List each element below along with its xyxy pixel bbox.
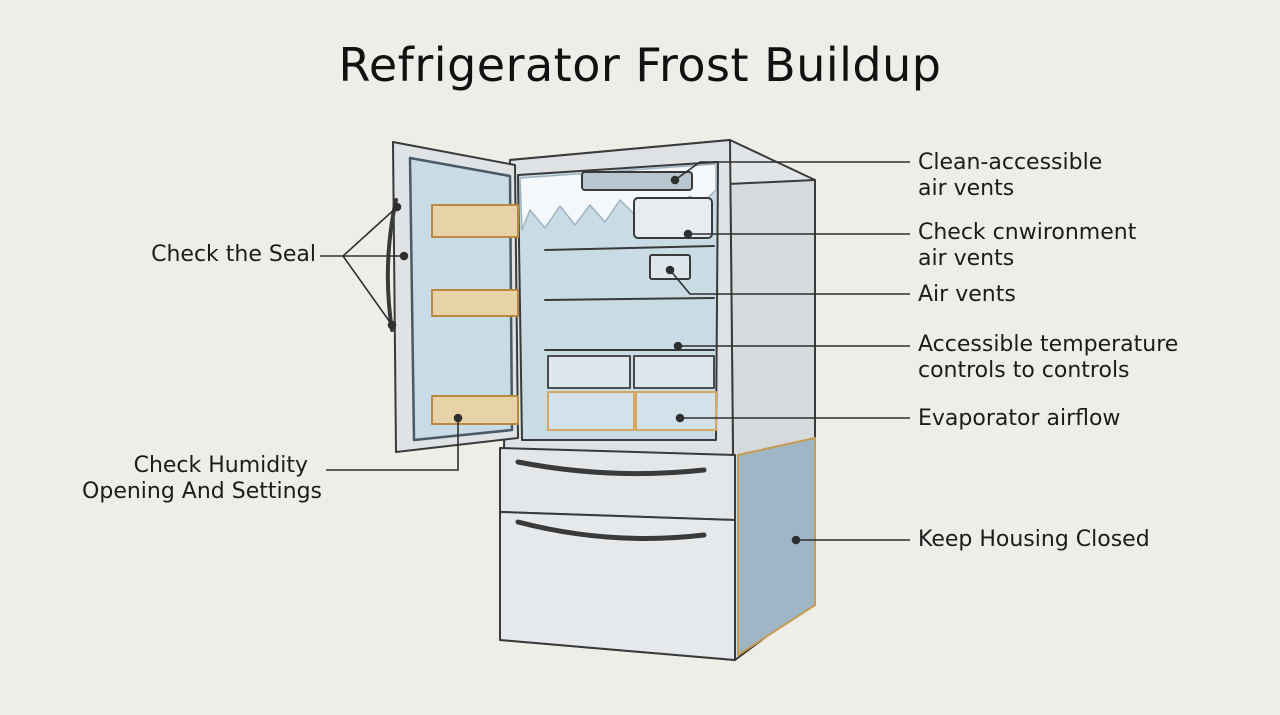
shelf-2 bbox=[544, 297, 715, 301]
label-clean-vents-line2: air vents bbox=[918, 176, 1015, 201]
label-check-humidity-line2: Opening And Settings bbox=[82, 479, 322, 504]
crisper-top-right bbox=[633, 355, 715, 389]
label-check-environment-vents: Check cnwironment air vents bbox=[918, 220, 1136, 272]
freezer-drawer-lower-handle bbox=[515, 519, 707, 541]
label-check-seal-text: Check the Seal bbox=[151, 242, 316, 267]
top-air-vent bbox=[581, 171, 693, 191]
door-handle bbox=[385, 198, 398, 332]
label-temp-controls-line1: Accessible temperature bbox=[918, 332, 1179, 357]
callout-env-vents bbox=[683, 229, 910, 239]
callout-humidity bbox=[326, 413, 463, 471]
label-temperature-controls: Accessible temperature controls to contr… bbox=[918, 332, 1178, 384]
callout-seal bbox=[320, 202, 409, 330]
crisper-bottom-right bbox=[635, 391, 717, 431]
callout-air-vents bbox=[665, 265, 910, 295]
door-bin-1 bbox=[431, 204, 519, 238]
callout-housing bbox=[791, 535, 910, 545]
crisper-top-left bbox=[547, 355, 631, 389]
callout-evaporator bbox=[675, 413, 910, 423]
side-housing-panel bbox=[737, 437, 816, 656]
control-panel bbox=[633, 197, 713, 239]
label-housing-text: Keep Housing Closed bbox=[918, 527, 1150, 552]
door-bin-2 bbox=[431, 289, 519, 317]
freezer-drawer-upper-handle bbox=[515, 459, 707, 477]
label-check-humidity-line1: Check Humidity bbox=[133, 453, 308, 478]
diagram-title: Refrigerator Frost Buildup bbox=[338, 38, 942, 92]
label-clean-vents-line1: Clean-accessible bbox=[918, 150, 1103, 175]
callout-clean-vents bbox=[670, 161, 910, 185]
label-env-vents-line1: Check cnwironment bbox=[918, 220, 1137, 245]
label-air-vents-text: Air vents bbox=[918, 282, 1016, 307]
freezer-drawer-upper bbox=[499, 447, 736, 521]
label-env-vents-line2: air vents bbox=[918, 246, 1015, 271]
label-keep-housing-closed: Keep Housing Closed bbox=[918, 527, 1150, 553]
label-check-seal: Check the Seal bbox=[120, 242, 316, 268]
label-evaporator-text: Evaporator airflow bbox=[918, 406, 1121, 431]
crisper-bottom-left bbox=[547, 391, 635, 431]
freezer-drawer-lower bbox=[499, 511, 736, 661]
label-temp-controls-line2: controls to controls bbox=[918, 358, 1130, 383]
label-check-humidity: Check Humidity Opening And Settings bbox=[60, 453, 322, 505]
label-evaporator-airflow: Evaporator airflow bbox=[918, 406, 1120, 432]
label-clean-accessible-vents: Clean-accessible air vents bbox=[918, 150, 1102, 202]
callout-temp-controls bbox=[673, 341, 910, 351]
shelf-1 bbox=[544, 245, 715, 251]
label-air-vents: Air vents bbox=[918, 282, 1016, 308]
door-bin-3 bbox=[431, 395, 519, 425]
